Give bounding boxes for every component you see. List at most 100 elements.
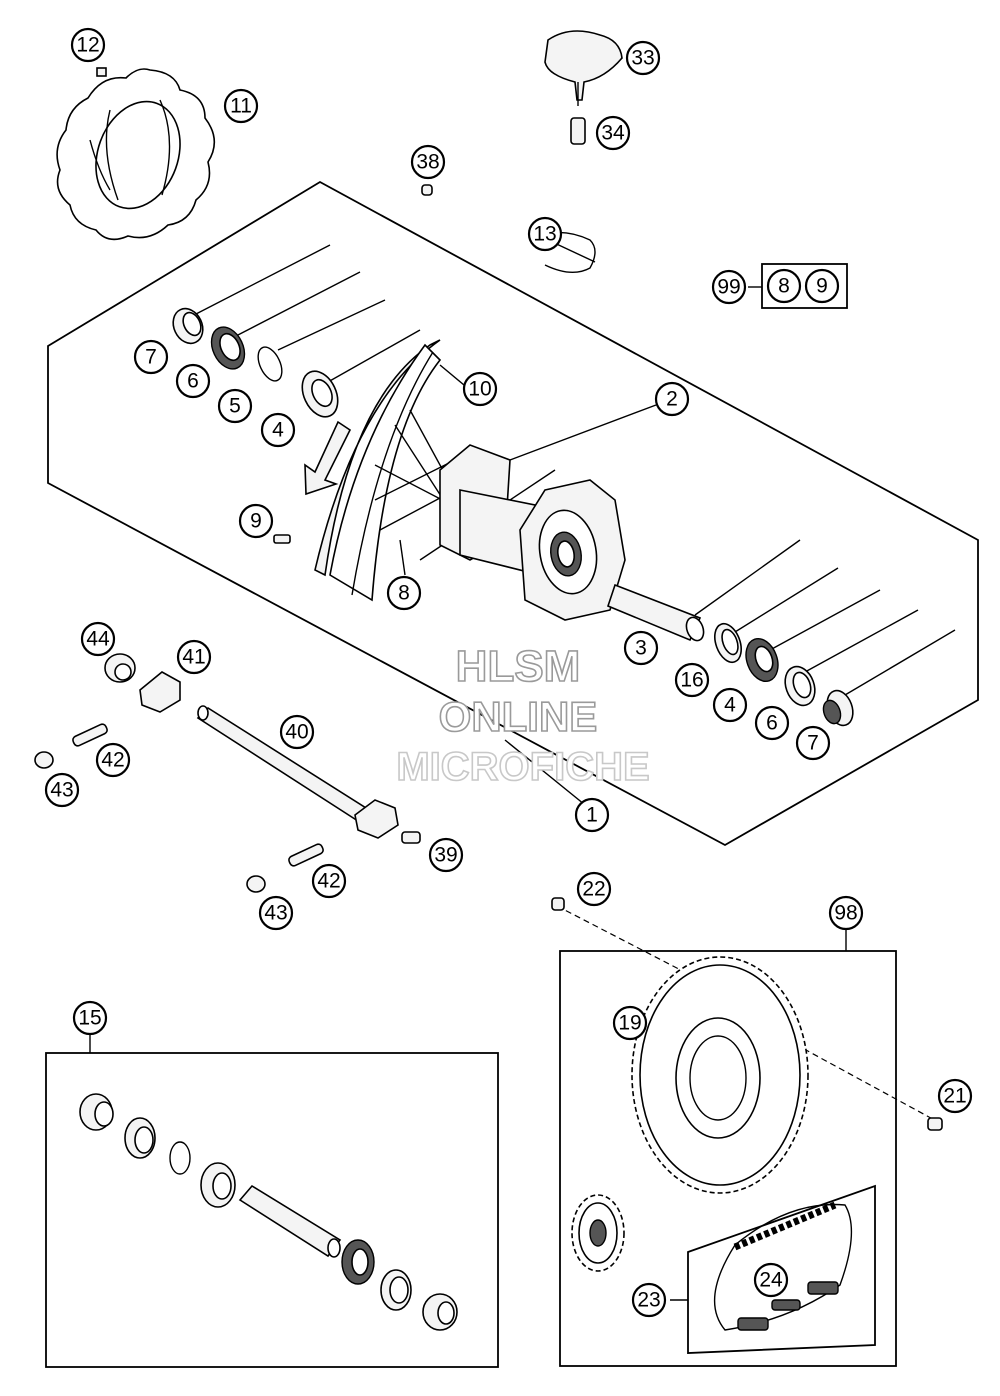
svg-text:40: 40 xyxy=(285,721,308,744)
svg-text:11: 11 xyxy=(230,95,252,118)
left-spacer xyxy=(172,307,204,345)
callout-44: 44 xyxy=(80,621,116,657)
front-sprocket xyxy=(571,1194,625,1272)
svg-text:34: 34 xyxy=(601,122,625,145)
callout-5: 5 xyxy=(217,388,253,424)
callout-6a: 6 xyxy=(175,363,211,399)
svg-text:3: 3 xyxy=(635,637,647,660)
hub xyxy=(439,444,626,621)
callout-16: 16 xyxy=(674,662,710,698)
callout-4b: 4 xyxy=(712,687,748,723)
svg-text:43: 43 xyxy=(264,902,287,925)
watermark-line-2: ONLINE xyxy=(439,693,598,740)
callout-33: 33 xyxy=(625,40,661,76)
svg-text:4: 4 xyxy=(272,419,284,442)
kit-spacer-tube xyxy=(238,1184,342,1258)
svg-text:38: 38 xyxy=(416,151,439,174)
callout-24: 24 xyxy=(753,1262,789,1298)
rim xyxy=(314,339,442,602)
callout-2: 2 xyxy=(654,381,690,417)
kit-circlip xyxy=(169,1141,191,1175)
watermark-line-1: HLSM xyxy=(456,642,581,691)
callout-4a: 4 xyxy=(260,412,296,448)
callout-99: 99 xyxy=(711,269,747,305)
chain-links xyxy=(737,1281,839,1331)
callout-8b: 8 xyxy=(766,268,802,304)
disc-bolt xyxy=(96,67,107,77)
right-spacer xyxy=(822,689,854,727)
callout-39: 39 xyxy=(428,837,464,873)
svg-text:43: 43 xyxy=(50,779,73,802)
svg-text:99: 99 xyxy=(717,276,740,299)
callout-12: 12 xyxy=(70,27,106,63)
svg-text:42: 42 xyxy=(101,749,124,772)
svg-text:10: 10 xyxy=(468,378,491,401)
rim-lock-nut xyxy=(570,117,586,145)
svg-text:98: 98 xyxy=(834,902,857,925)
axle-clamp-screw xyxy=(401,831,421,844)
adjuster-bolt xyxy=(72,723,108,747)
left-seal xyxy=(210,326,246,370)
callout-43a: 43 xyxy=(44,772,80,808)
svg-text:41: 41 xyxy=(182,646,205,669)
right-bearing xyxy=(745,637,779,683)
svg-text:22: 22 xyxy=(582,878,605,901)
callout-42b: 42 xyxy=(311,863,347,899)
callout-6b: 6 xyxy=(754,705,790,741)
axle-nut xyxy=(104,653,136,683)
chain xyxy=(713,1201,853,1331)
svg-text:39: 39 xyxy=(434,844,457,867)
right-leader-lines xyxy=(694,539,956,696)
svg-text:13: 13 xyxy=(533,223,556,246)
callout-8a: 8 xyxy=(386,575,422,611)
sprocket-bolt xyxy=(551,897,565,911)
callout-98: 98 xyxy=(828,895,864,931)
spoke-nipple xyxy=(273,534,291,544)
callout-19: 19 xyxy=(612,1005,648,1041)
svg-text:16: 16 xyxy=(680,669,703,692)
callout-21: 21 xyxy=(937,1078,973,1114)
rear-sprocket xyxy=(631,956,809,1194)
wheel-assembly-frame xyxy=(47,180,979,847)
svg-text:19: 19 xyxy=(618,1012,641,1035)
sprocket-kit-frame xyxy=(559,928,897,1367)
rotation-arrow-icon xyxy=(304,420,352,496)
svg-text:42: 42 xyxy=(317,870,340,893)
callouts: 1 2 3 4 4 5 6 6 7 7 8 9 10 11 12 13 15 1… xyxy=(44,27,973,1318)
callout-10: 10 xyxy=(462,371,498,407)
callout-13: 13 xyxy=(527,216,563,252)
chain-adjuster-left xyxy=(139,671,181,713)
callout-9b: 9 xyxy=(804,268,840,304)
rim-lock xyxy=(544,30,623,106)
kit-spacer-2 xyxy=(422,1293,458,1331)
right-seal xyxy=(784,665,816,707)
kit-seal-2 xyxy=(380,1269,412,1311)
right-washer xyxy=(714,622,742,664)
svg-text:2: 2 xyxy=(666,388,678,411)
callout-41: 41 xyxy=(176,639,212,675)
svg-text:23: 23 xyxy=(637,1289,660,1312)
adjuster-bolt-2 xyxy=(288,843,324,867)
sprocket-nut xyxy=(927,1117,943,1131)
kit-bearing-2 xyxy=(341,1239,375,1285)
svg-text:6: 6 xyxy=(766,712,778,735)
svg-text:8: 8 xyxy=(398,582,410,605)
callout-15: 15 xyxy=(72,1000,108,1036)
callout-7a: 7 xyxy=(133,339,169,375)
svg-text:12: 12 xyxy=(76,34,99,57)
chain-adjuster-right xyxy=(354,799,399,839)
left-bearing xyxy=(301,370,339,418)
svg-text:7: 7 xyxy=(145,346,157,369)
chain-box xyxy=(670,1184,876,1354)
svg-text:44: 44 xyxy=(86,628,110,651)
svg-text:9: 9 xyxy=(816,275,828,298)
callout-22: 22 xyxy=(576,871,612,907)
kit-seal xyxy=(124,1117,156,1159)
left-circlip xyxy=(257,346,283,382)
svg-text:24: 24 xyxy=(759,1269,783,1292)
bolt-axis-line xyxy=(556,905,701,981)
callout-1: 1 xyxy=(574,797,610,833)
valve-cap xyxy=(421,184,433,196)
adjuster-nut-2 xyxy=(246,875,266,893)
kit-spacer xyxy=(79,1093,114,1131)
